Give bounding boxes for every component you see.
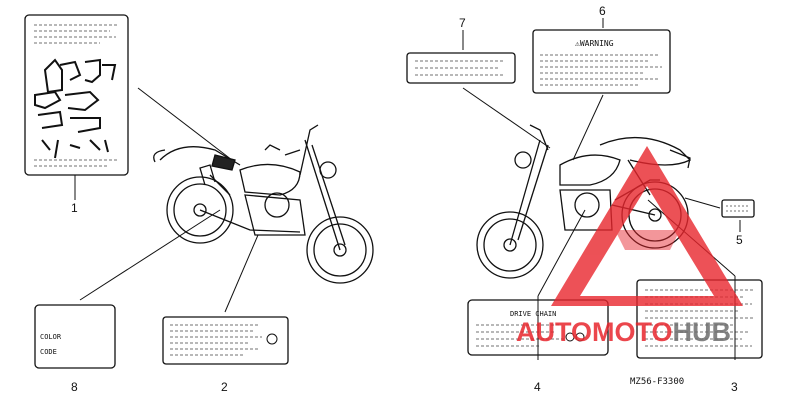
callout-7: 7 (459, 16, 466, 30)
color-label-text: COLOR (40, 333, 62, 341)
callout-5: 5 (736, 233, 743, 247)
watermark-text-gray: HUB (673, 317, 732, 347)
warning-label-text: ⚠WARNING (575, 39, 614, 48)
callout-1: 1 (71, 201, 78, 215)
label-2-card (162, 316, 289, 365)
callout-8: 8 (71, 380, 78, 394)
label-5-card (721, 199, 755, 218)
label-7-card (406, 52, 516, 84)
label-8-card: COLOR CODE (34, 304, 116, 369)
callout-6: 6 (599, 4, 606, 18)
callout-4: 4 (534, 380, 541, 394)
watermark-text: AUTOMOTOHUB (516, 317, 731, 347)
callout-3: 3 (731, 380, 738, 394)
watermark-text-red: AUTOMOTO (516, 317, 673, 347)
callout-2: 2 (221, 380, 228, 394)
left-motorcycle-drawing (153, 124, 374, 284)
watermark-triangle-icon (551, 146, 743, 306)
label-6-card: ⚠WARNING (532, 29, 671, 94)
drive-chain-label-text: DRIVE CHAIN (510, 310, 556, 318)
diagram-code: MZ56-F3300 (630, 377, 684, 387)
watermark-logo (551, 146, 743, 306)
label-1-card (24, 14, 129, 176)
code-label-text: CODE (40, 348, 57, 356)
